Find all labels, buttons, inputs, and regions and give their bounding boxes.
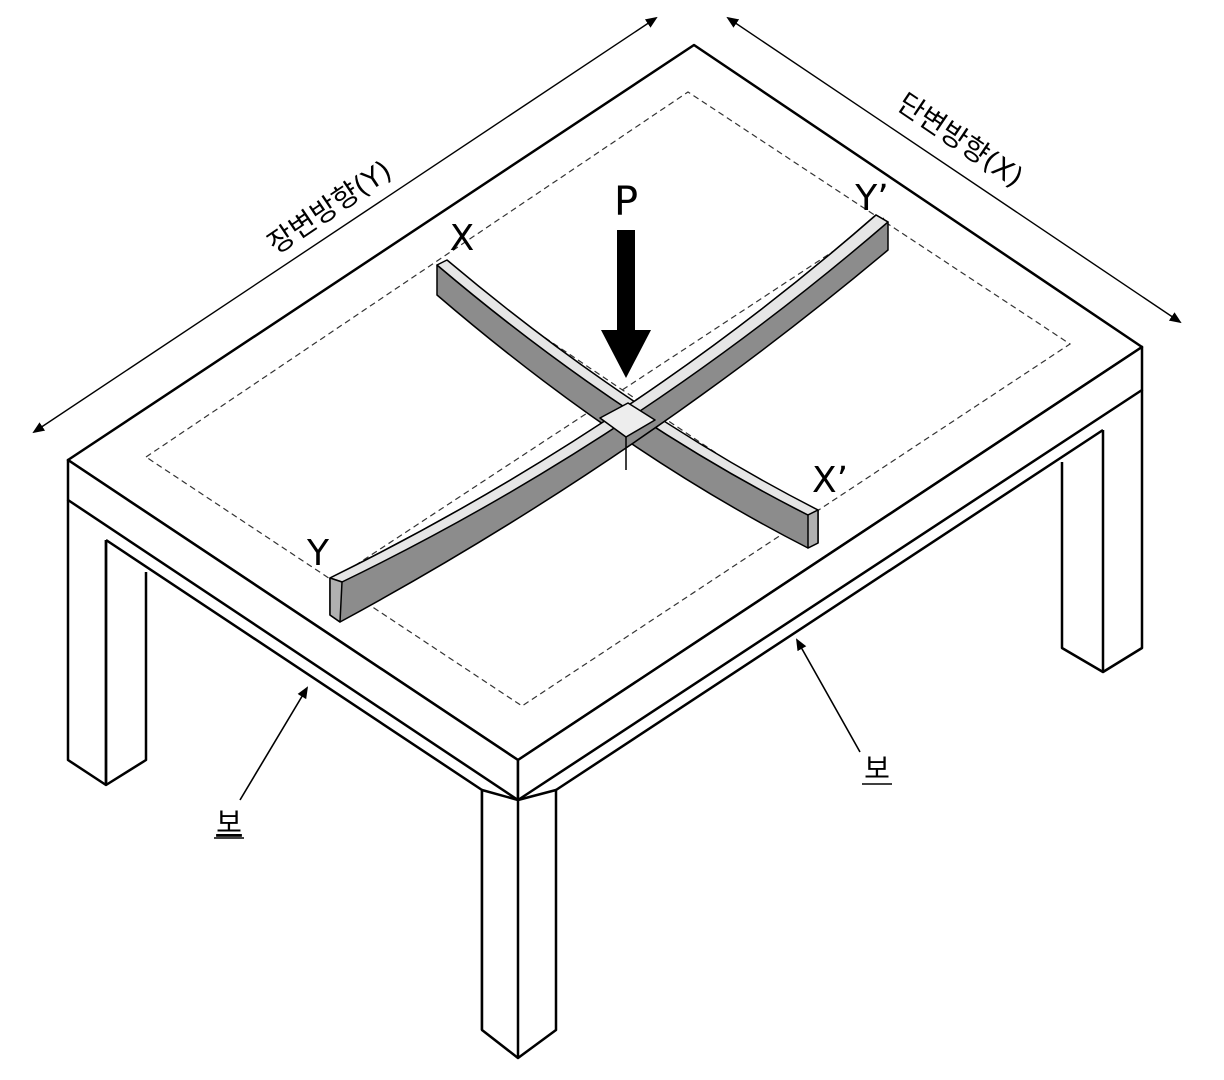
- beam-left-label: 보: [216, 806, 242, 839]
- strip-x-end-face: [807, 509, 819, 549]
- short-direction-label: 단변방향(X): [891, 86, 1029, 194]
- short-direction-arrow: [726, 16, 1182, 324]
- slab-structure: [66, 43, 1144, 1060]
- dimension-arrows: [32, 16, 1182, 434]
- slab-edge-right: [516, 345, 1144, 802]
- beam-right-pointer: [796, 638, 861, 753]
- strip-x-start-label: X: [450, 218, 475, 259]
- long-direction-label: 장변방향(Y): [262, 154, 398, 261]
- beam-pointers: [239, 638, 861, 801]
- beam-right-soffit: [555, 428, 1104, 792]
- load-label: P: [614, 179, 638, 225]
- strip-y-end-label: Y’: [854, 178, 888, 219]
- strip-x-end-label: X’: [812, 460, 848, 501]
- strip-y-start-label: Y: [306, 533, 330, 574]
- beam-left-pointer: [239, 686, 309, 801]
- strip-y-end-face: [329, 577, 343, 623]
- beam-right-label: 보: [864, 752, 890, 785]
- long-direction-arrow: [32, 16, 658, 434]
